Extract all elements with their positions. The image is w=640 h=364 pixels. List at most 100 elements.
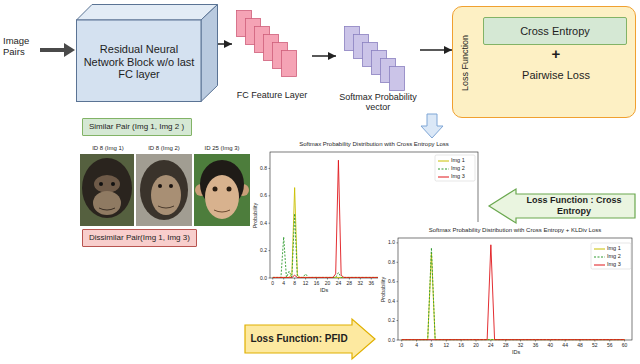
tick-label: 0.2 bbox=[246, 247, 267, 254]
tick-mark bbox=[624, 340, 625, 342]
legend-line-sample bbox=[594, 254, 605, 260]
legend-item: Img 3 bbox=[594, 261, 621, 268]
chimp-brow bbox=[94, 175, 120, 193]
photo-background bbox=[136, 154, 192, 226]
tick-mark bbox=[327, 278, 328, 280]
legend-line bbox=[594, 248, 605, 249]
tick-mark bbox=[397, 301, 399, 302]
tick-mark bbox=[269, 195, 271, 196]
chimp-head bbox=[82, 158, 132, 218]
tick-mark bbox=[397, 340, 399, 341]
legend-line-sample bbox=[438, 166, 449, 172]
flow-arrow bbox=[312, 55, 336, 57]
tick-mark bbox=[535, 340, 536, 342]
chimp-photo bbox=[194, 154, 250, 226]
axis-title: Probability bbox=[380, 264, 387, 314]
tick-mark bbox=[349, 278, 350, 280]
tick-label: 0.4 bbox=[246, 220, 267, 227]
chimp-face bbox=[205, 175, 239, 219]
tick-mark bbox=[360, 278, 361, 280]
tick-label: 0.6 bbox=[374, 278, 395, 285]
tick-label: 32 bbox=[352, 280, 368, 287]
tick-label: 0.0 bbox=[374, 337, 395, 344]
legend-text: Img 3 bbox=[607, 261, 621, 268]
node-text: Pairwise Loss bbox=[481, 69, 631, 82]
tick-mark bbox=[397, 242, 399, 243]
legend-item: Img 1 bbox=[594, 245, 621, 252]
feature-layer: FC Feature Layer bbox=[232, 8, 312, 108]
tick-label: 0.0 bbox=[246, 275, 267, 282]
tick-label: 48 bbox=[572, 342, 588, 349]
chimp-eye bbox=[213, 187, 218, 192]
image-id-label: ID 8 (Img 2) bbox=[136, 145, 192, 152]
legend-item: Img 2 bbox=[594, 253, 621, 260]
tick-mark bbox=[269, 168, 271, 169]
tick-mark bbox=[476, 340, 477, 342]
tick-label: 24 bbox=[483, 342, 499, 349]
tick-label: 20 bbox=[319, 280, 335, 287]
chart-plot bbox=[378, 222, 640, 364]
tick-label: 8 bbox=[287, 280, 303, 287]
legend-line bbox=[438, 160, 449, 161]
legend-frame bbox=[435, 155, 475, 181]
tick-mark bbox=[431, 340, 432, 342]
chimp-eye bbox=[227, 187, 232, 192]
tick-mark bbox=[505, 340, 506, 342]
tick-mark bbox=[269, 223, 271, 224]
tick-label: 56 bbox=[602, 342, 618, 349]
tick-mark bbox=[401, 340, 402, 342]
tick-label: 0.6 bbox=[246, 192, 267, 199]
legend-line bbox=[438, 168, 449, 169]
axis-title: Probability bbox=[252, 190, 259, 240]
node-text: + bbox=[481, 45, 631, 62]
tick-label: 40 bbox=[542, 342, 558, 349]
node-text: Loss Function bbox=[460, 32, 472, 94]
image-id-label: ID 8 (Img 1) bbox=[80, 145, 136, 152]
input-arrow bbox=[40, 43, 75, 57]
legend-line bbox=[594, 256, 605, 257]
chimp-mouth bbox=[214, 210, 230, 212]
legend-item: Img 1 bbox=[438, 157, 465, 164]
tick-mark bbox=[283, 278, 284, 280]
input-arrow-shaft bbox=[40, 48, 66, 52]
tick-label: 8 bbox=[423, 342, 439, 349]
loss-arrow: Loss Function: PFID bbox=[244, 318, 376, 360]
tick-label: 0 bbox=[394, 342, 410, 349]
chart-title: Softmax Probability Distribution with Cr… bbox=[270, 141, 478, 148]
flow-arrow bbox=[218, 43, 232, 45]
axis-title: IDs bbox=[300, 287, 348, 293]
legend-text: Img 2 bbox=[607, 253, 621, 260]
legend-text: Img 2 bbox=[451, 165, 465, 172]
block-arrow bbox=[245, 319, 375, 359]
chimp-eye bbox=[111, 182, 115, 186]
tick-label: 16 bbox=[453, 342, 469, 349]
chart-title: Softmax Probability Distribution with Cr… bbox=[398, 227, 632, 234]
chimp-muzzle bbox=[93, 191, 121, 215]
tick-label: 36 bbox=[363, 280, 379, 287]
tick-mark bbox=[565, 340, 566, 342]
tick-label: 4 bbox=[276, 280, 292, 287]
legend-text: Img 3 bbox=[451, 173, 465, 180]
down-arrow bbox=[421, 114, 443, 138]
feature-map bbox=[390, 67, 405, 91]
tick-mark bbox=[269, 250, 271, 251]
tick-mark bbox=[397, 281, 399, 282]
block-top-face bbox=[77, 5, 218, 21]
tick-label: 1.0 bbox=[374, 239, 395, 246]
tick-label: 44 bbox=[557, 342, 573, 349]
tick-label: 24 bbox=[330, 280, 346, 287]
tick-label: 4 bbox=[409, 342, 425, 349]
node-text: Dissimilar Pair(Img 1, Img 3) bbox=[89, 233, 190, 242]
tick-label: 32 bbox=[513, 342, 529, 349]
tick-label: 28 bbox=[498, 342, 514, 349]
tick-mark bbox=[520, 340, 521, 342]
block-arrow bbox=[489, 189, 635, 223]
chimp-mouth bbox=[158, 206, 174, 208]
tick-label: 36 bbox=[527, 342, 543, 349]
chimp-photo bbox=[80, 154, 134, 226]
chimp-head bbox=[140, 160, 188, 220]
loss-box: Loss Function+Pairwise LossCross Entropy bbox=[452, 6, 636, 118]
tick-mark bbox=[338, 278, 339, 280]
flow-arrow bbox=[420, 49, 452, 51]
node-text: FC Feature Layer bbox=[232, 90, 312, 100]
